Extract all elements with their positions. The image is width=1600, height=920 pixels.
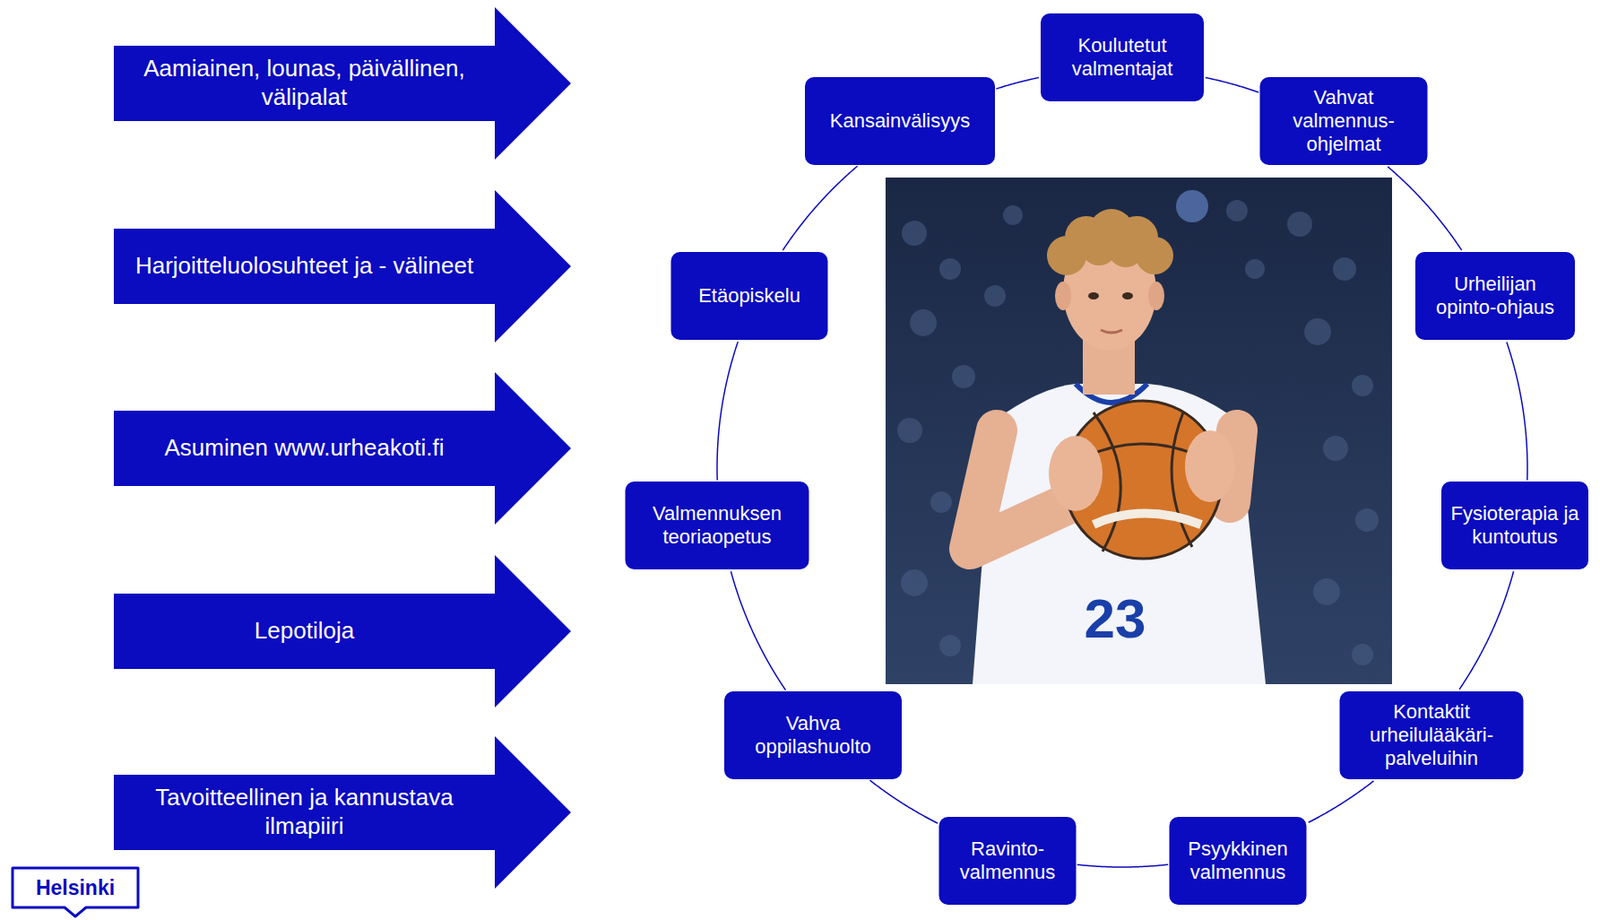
- node-text: Asuminen www.urheakoti.fi: [113, 410, 495, 486]
- service-box: Koulutetut valmentajat: [1040, 13, 1204, 102]
- node-text: Aamiainen, lounas, päivällinen, välipala…: [113, 45, 495, 122]
- ring-connector: [1459, 570, 1514, 690]
- node-text: Psyykkinen valmennus: [1178, 837, 1298, 884]
- arrow-box: Tavoitteellinen ja kannustava ilmapiiri: [113, 735, 571, 889]
- photo-background: [885, 177, 1393, 684]
- logo-text: Helsinki: [35, 875, 115, 900]
- jersey-number: 23: [1084, 586, 1147, 650]
- ring-connector: [1387, 166, 1462, 251]
- node-text: Kontaktit urheilulääkäri- palveluihin: [1349, 700, 1515, 770]
- node-text: Koulutetut valmentajat: [1049, 34, 1195, 81]
- service-box: Psyykkinen valmennus: [1169, 816, 1307, 905]
- node-text: Vahva oppilashuolto: [733, 711, 893, 759]
- node-text: Tavoitteellinen ja kannustava ilmapiiri: [113, 774, 495, 850]
- node-text: Ravinto- valmennus: [948, 837, 1068, 884]
- arrow-box: Harjoitteluolosuhteet ja - välineet: [113, 190, 571, 343]
- node-text: Etäopiskelu: [698, 284, 801, 308]
- arrow-box: Lepotiloja: [113, 554, 571, 708]
- node-text: Lepotiloja: [113, 593, 495, 669]
- service-box: Urheilijan opinto-ohjaus: [1415, 251, 1575, 340]
- node-text: Harjoitteluolosuhteet ja - välineet: [113, 228, 495, 304]
- arrow-box: Aamiainen, lounas, päivällinen, välipala…: [113, 7, 571, 160]
- ring-connector: [730, 570, 786, 690]
- service-box: Vahvat valmennus- ohjelmat: [1260, 77, 1428, 165]
- service-box: Vahva oppilashuolto: [724, 691, 902, 779]
- ring-connector: [717, 341, 738, 480]
- hair: [1046, 208, 1174, 276]
- ring-connector: [995, 77, 1039, 90]
- crowd: [897, 199, 1379, 666]
- ring-connector: [1205, 77, 1259, 93]
- ring-connector: [1308, 780, 1375, 822]
- node-text: Kansainvälisyys: [830, 109, 971, 133]
- node-text: Fysioterapia ja kuntoutus: [1450, 501, 1580, 549]
- service-box: Ravinto- valmennus: [939, 816, 1077, 905]
- service-box: Kansainvälisyys: [804, 77, 995, 165]
- node-text: Valmennuksen teoriaopetus: [634, 501, 801, 549]
- ring-connector: [1506, 341, 1528, 480]
- arrow-box: Asuminen www.urheakoti.fi: [113, 371, 571, 525]
- service-box: Valmennuksen teoriaopetus: [625, 481, 810, 570]
- ring-connector: [1077, 864, 1168, 867]
- service-box: Fysioterapia ja kuntoutus: [1441, 481, 1589, 570]
- ring-connector: [782, 165, 857, 251]
- node-text: Urheilijan opinto-ohjaus: [1424, 272, 1566, 320]
- node-text: Vahvat valmennus- ohjelmat: [1269, 86, 1419, 156]
- ring-connector: [869, 779, 938, 823]
- service-box: Etäopiskelu: [671, 251, 829, 340]
- service-box: Kontaktit urheilulääkäri- palveluihin: [1340, 691, 1524, 779]
